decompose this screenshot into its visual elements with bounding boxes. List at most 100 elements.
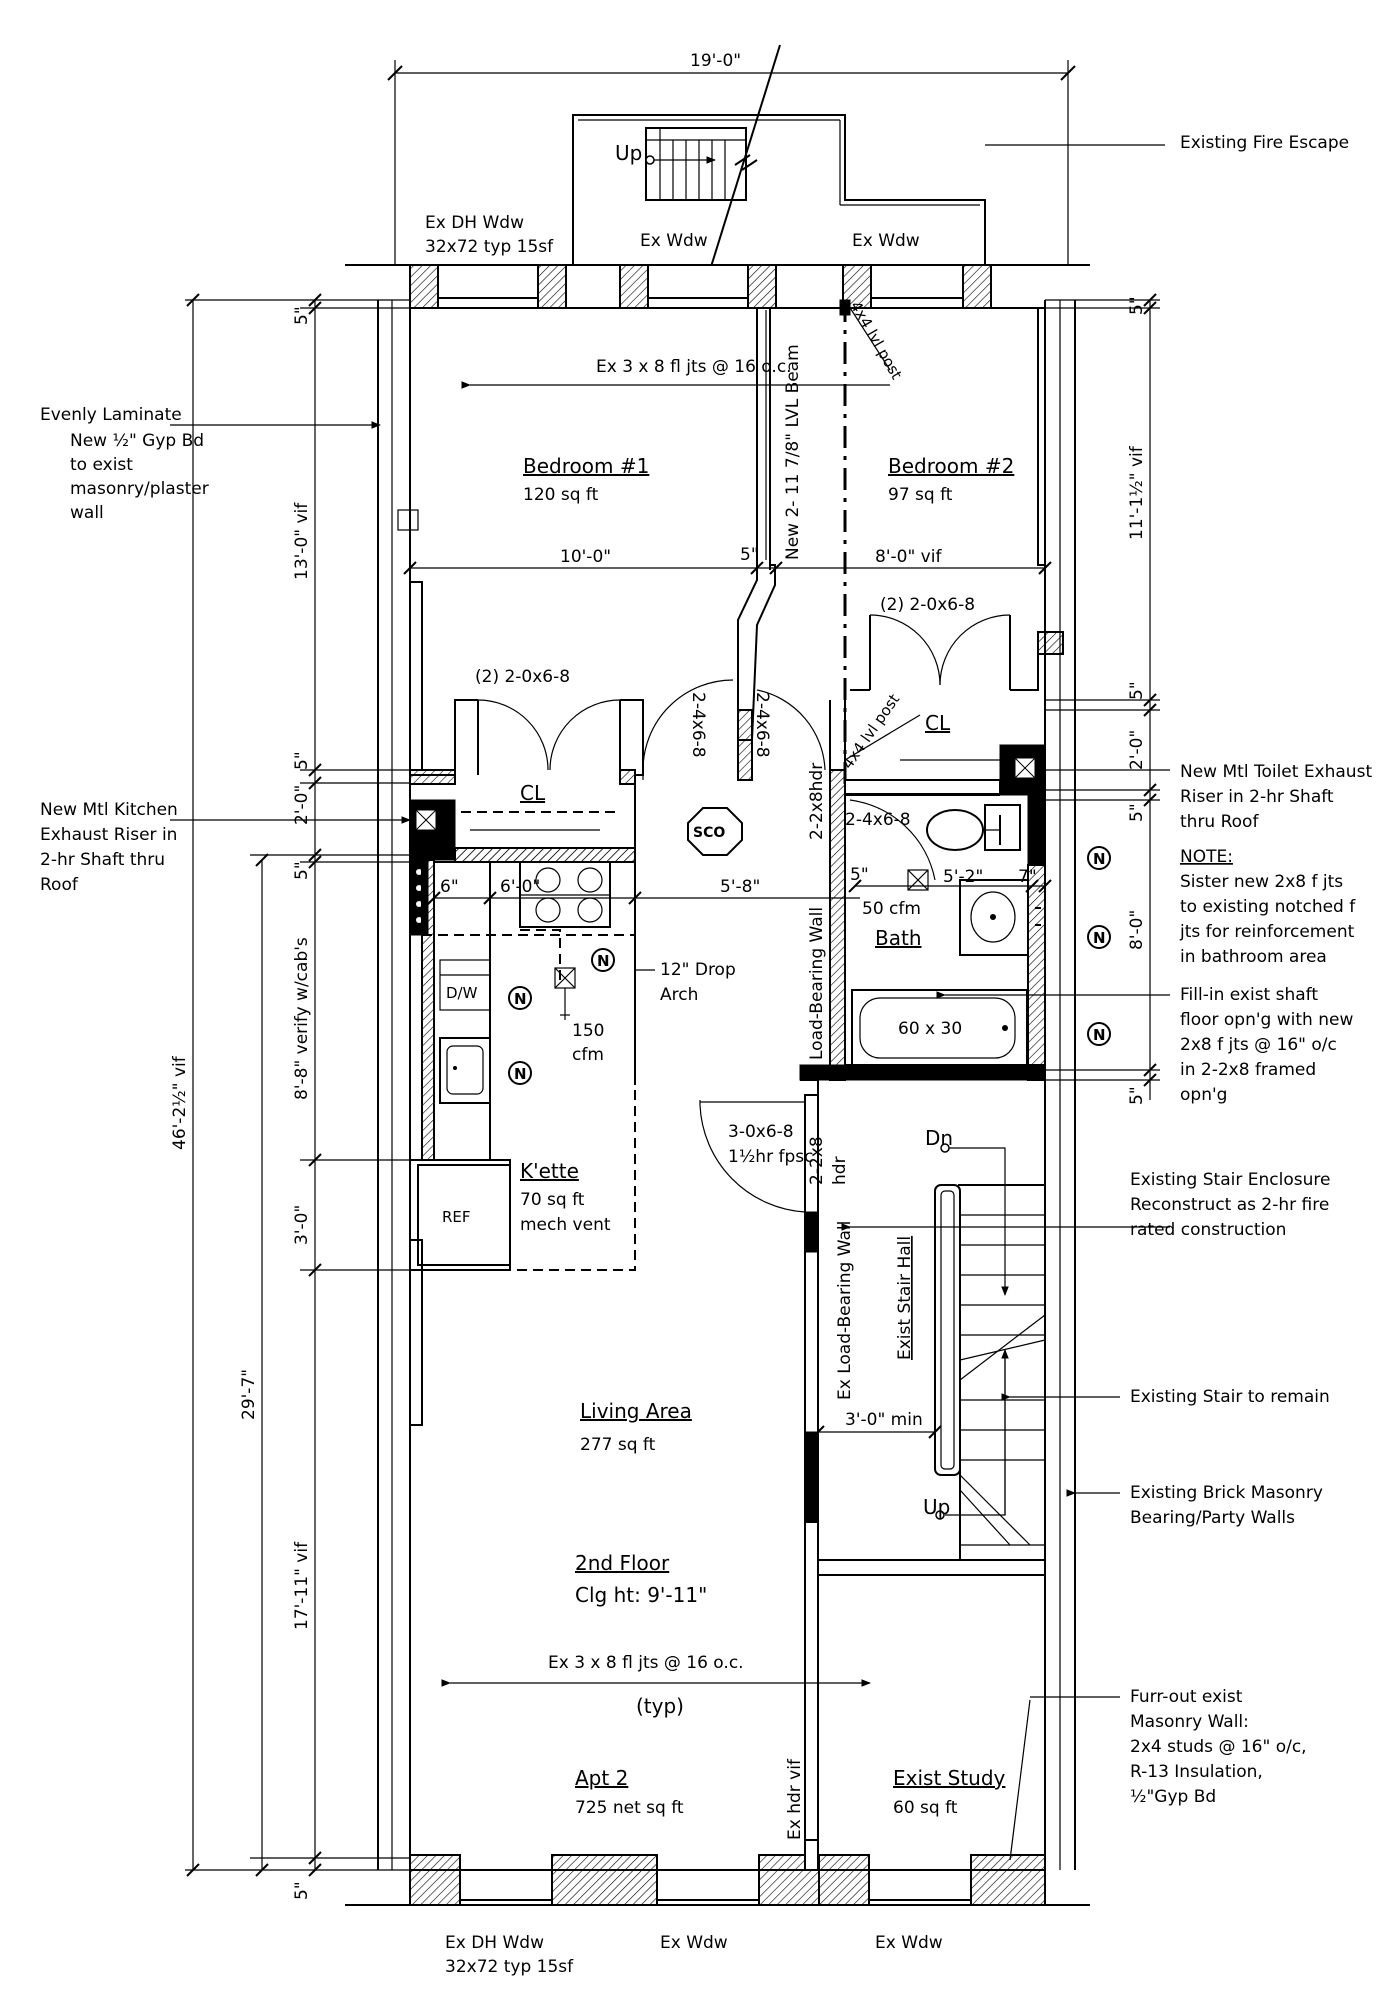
note-masonry-line: Bearing/Party Walls bbox=[1130, 1508, 1295, 1528]
bedroom-2: Bedroom #2 97 sq ft bbox=[888, 454, 1014, 505]
stair-header-label-2: hdr bbox=[830, 1156, 850, 1185]
dim-right-8: 8'-0" bbox=[1127, 910, 1147, 950]
fire-escape-note: Existing Fire Escape bbox=[1180, 133, 1349, 153]
joists-top-label: Ex 3 x 8 fl jts @ 16 o.c. bbox=[596, 357, 792, 377]
bedroom-width-dimensions: 10'-0" 5" 8'-0" vif bbox=[403, 545, 1052, 575]
svg-text:N: N bbox=[514, 990, 527, 1008]
left-dimensions: 46'-2½" vif 5" 13'-0" vif 5" 2'-0" 5" 8'… bbox=[170, 293, 410, 1900]
bath-header-label: 2-2x8hdr bbox=[807, 763, 827, 840]
closet-1-label: CL bbox=[520, 781, 546, 805]
study: Exist Study 60 sq ft Ex hdr vif bbox=[785, 1699, 1031, 1861]
note-furr-line: Furr-out exist bbox=[1130, 1687, 1243, 1707]
svg-text:N: N bbox=[1093, 850, 1106, 868]
north-icon: N bbox=[591, 948, 615, 972]
note-shaft-line: Fill-in exist shaft bbox=[1180, 985, 1318, 1005]
svg-text:N: N bbox=[1093, 929, 1106, 947]
overall-width-label: 19'-0" bbox=[690, 51, 741, 71]
dim-5in-bath: 5" bbox=[850, 865, 869, 885]
drop-arch-label-1: 12" Drop bbox=[660, 960, 736, 980]
dim-5-2: 5'-2" bbox=[943, 867, 983, 887]
dim-left-2: 2'-0" bbox=[292, 785, 312, 825]
dim-left-5b: 5" bbox=[292, 861, 312, 880]
top-window-right-label: Ex Wdw bbox=[852, 231, 920, 251]
sco-symbol: SCO bbox=[687, 807, 743, 856]
bedroom-2-name: Bedroom #2 bbox=[888, 454, 1014, 478]
note-toilet-riser-line: New Mtl Toilet Exhaust bbox=[1180, 762, 1372, 782]
note-body-line: to existing notched f bbox=[1180, 897, 1356, 917]
refrigerator-label: REF bbox=[442, 1208, 471, 1226]
note-toilet-riser-line: thru Roof bbox=[1180, 812, 1259, 832]
note-sister-joists: NOTE: Sister new 2x8 f jts to existing n… bbox=[1179, 847, 1356, 967]
note-stair-enclosure-line: Existing Stair Enclosure bbox=[1130, 1170, 1330, 1190]
study-area: 60 sq ft bbox=[893, 1798, 958, 1818]
closet-2-label: CL bbox=[925, 711, 951, 735]
dim-right-1111: 11'-1½" vif bbox=[1127, 445, 1147, 540]
dim-6in: 6" bbox=[440, 877, 459, 897]
joists-bottom: Ex 3 x 8 fl jts @ 16 o.c. (typ) bbox=[441, 1653, 871, 1718]
note-stair-enclosure: Existing Stair Enclosure Reconstruct as … bbox=[841, 1170, 1330, 1240]
kitchenette-vent: mech vent bbox=[520, 1215, 611, 1235]
kitchen-dimensions: 6" 6'-0" 5'-8" bbox=[427, 877, 860, 905]
note-shaft: Fill-in exist shaft floor opn'g with new… bbox=[936, 985, 1353, 1105]
kitchenette-name: K'ette bbox=[520, 1159, 579, 1183]
bedroom-doors: 2-4x6-8 2-4x6-8 bbox=[642, 679, 826, 781]
bath-door-label: 2-4x6-8 bbox=[845, 810, 911, 830]
overall-width-dimension: 19'-0" bbox=[387, 51, 1076, 265]
stair-hall: Dn Up Exist Stair Hall Ex Load-Bearing W… bbox=[699, 1079, 1046, 1871]
note-kitchen-riser-line: Exhaust Riser in bbox=[40, 825, 177, 845]
floor-name: 2nd Floor bbox=[575, 1551, 670, 1575]
apartment-label: Apt 2 725 net sq ft bbox=[575, 1766, 684, 1818]
stair-header-label: 2-2x8 bbox=[807, 1136, 827, 1185]
dim-5-8: 5'-8" bbox=[720, 877, 760, 897]
kitchenette-area: 70 sq ft bbox=[520, 1190, 585, 1210]
dim-left-5a: 5" bbox=[292, 751, 312, 770]
study-name: Exist Study bbox=[893, 1766, 1006, 1790]
right-party-wall bbox=[1037, 300, 1076, 1870]
door-b-label: 2-4x6-8 bbox=[752, 692, 772, 758]
lvl-post-top-label: 4x4 lvl post bbox=[847, 298, 906, 383]
bedroom-2-area: 97 sq ft bbox=[888, 485, 953, 505]
note-kitchen-riser: New Mtl Kitchen Exhaust Riser in 2-hr Sh… bbox=[40, 800, 411, 895]
lvl-beam-label: New 2- 11 7/8" LVL Beam bbox=[783, 344, 803, 560]
note-laminate-line: wall bbox=[70, 503, 104, 523]
ex-header-label: Ex hdr vif bbox=[785, 1758, 805, 1840]
dim-right-2: 2'-0" bbox=[1127, 730, 1147, 770]
note-furr-line: ½"Gyp Bd bbox=[1130, 1787, 1216, 1807]
stair-door-label: 3-0x6-8 bbox=[728, 1122, 794, 1142]
note-toilet-riser-line: Riser in 2-hr Shaft bbox=[1180, 787, 1334, 807]
stair-hall-name: Exist Stair Hall bbox=[895, 1236, 915, 1360]
bedroom-1-width: 10'-0" bbox=[560, 547, 611, 567]
north-icon: N bbox=[1087, 925, 1111, 949]
living-area: Living Area 277 sq ft 2nd Floor Clg ht: … bbox=[575, 1399, 707, 1607]
bottom-window-left-size: 32x72 typ 15sf bbox=[445, 1957, 574, 1977]
note-toilet-riser: New Mtl Toilet Exhaust Riser in 2-hr Sha… bbox=[1036, 762, 1372, 832]
dim-7in: 7" bbox=[1018, 867, 1037, 887]
note-laminate: Evenly Laminate New ½" Gyp Bd to exist m… bbox=[40, 405, 381, 523]
partition-thickness: 5" bbox=[740, 545, 759, 565]
north-icon: N bbox=[1087, 846, 1111, 870]
dim-left-868: 8'-8" verify w/cab's bbox=[292, 937, 312, 1100]
closet-1-doors: (2) 2-0x6-8 bbox=[475, 667, 570, 687]
bottom-window-right-label: Ex Wdw bbox=[875, 1933, 943, 1953]
kitchen-cfm-unit: cfm bbox=[572, 1045, 604, 1065]
bottom-window-left-label: Ex DH Wdw bbox=[445, 1933, 544, 1953]
fire-escape-up-label: Up bbox=[615, 141, 642, 165]
note-shaft-line: 2x8 f jts @ 16" o/c bbox=[1180, 1035, 1337, 1055]
top-window-left-label: Ex DH Wdw bbox=[425, 213, 524, 233]
dim-right-5a: 5" bbox=[1127, 681, 1147, 700]
note-furr-line: Masonry Wall: bbox=[1130, 1712, 1249, 1732]
note-shaft-line: floor opn'g with new bbox=[1180, 1010, 1353, 1030]
svg-text:N: N bbox=[514, 1065, 527, 1083]
drop-arch-label-2: Arch bbox=[660, 985, 698, 1005]
north-icon: N bbox=[508, 986, 532, 1010]
dim-left-297: 29'-7" bbox=[239, 1369, 259, 1420]
apartment-area: 725 net sq ft bbox=[575, 1798, 684, 1818]
bath-cfm: 50 cfm bbox=[862, 899, 921, 919]
note-stair-enclosure-line: rated construction bbox=[1130, 1220, 1286, 1240]
sco-label: SCO bbox=[693, 825, 725, 841]
note-masonry-line: Existing Brick Masonry bbox=[1130, 1483, 1323, 1503]
dim-left-1711: 17'-11" vif bbox=[292, 1541, 312, 1630]
dim-left-3: 3'-0" bbox=[292, 1205, 312, 1245]
note-kitchen-riser-line: New Mtl Kitchen bbox=[40, 800, 178, 820]
bedroom-1-name: Bedroom #1 bbox=[523, 454, 649, 478]
